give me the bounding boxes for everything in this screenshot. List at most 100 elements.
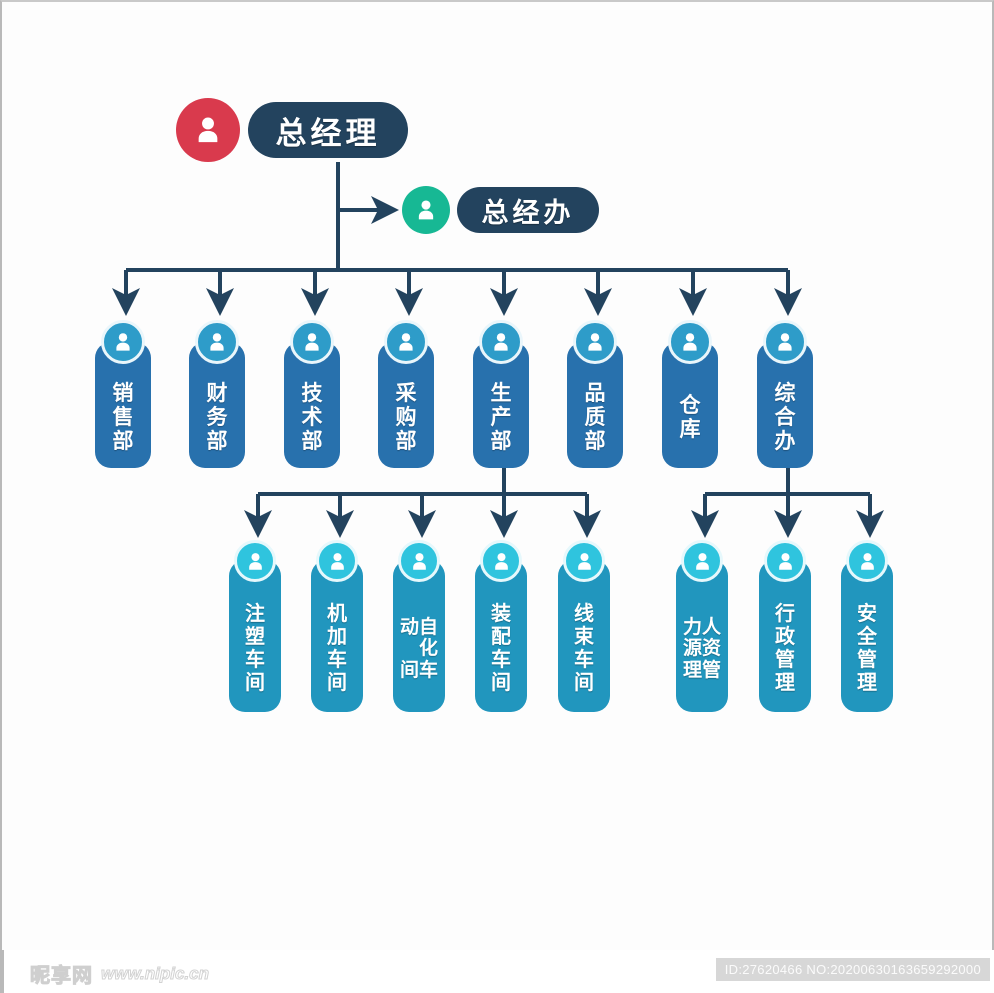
department-6[interactable]: 品质部	[567, 320, 623, 468]
label-char: 资	[702, 638, 722, 660]
label-column: 力源理	[683, 617, 702, 682]
label-column: 品质部	[584, 381, 606, 454]
label-char: 间	[491, 671, 511, 694]
footer-bar: 昵享网 www.nipic.cn ID:27620466 NO:20200630…	[2, 950, 994, 993]
department-2[interactable]: 财务部	[189, 320, 245, 468]
label-char: 力	[682, 616, 702, 638]
label-column: 自化车	[419, 617, 438, 682]
admin-unit-3[interactable]: 安全管理	[841, 540, 893, 712]
label-char: 技	[301, 381, 323, 406]
department-7[interactable]: 仓库	[662, 320, 718, 468]
label-char: 部	[584, 428, 606, 453]
person-icon	[176, 98, 240, 162]
department-1[interactable]: 销售部	[95, 320, 151, 468]
workshop-2[interactable]: 机加车间	[311, 540, 363, 712]
unit-label: 机加车间	[311, 560, 363, 712]
unit-label: 人资管力源理	[676, 560, 728, 712]
unit-label: 注塑车间	[229, 560, 281, 712]
department-5[interactable]: 生产部	[473, 320, 529, 468]
label-char	[407, 638, 412, 660]
label-char: 务	[206, 405, 228, 430]
person-icon	[479, 320, 523, 364]
label-char: 采	[395, 381, 417, 406]
person-icon	[764, 540, 806, 582]
label-char: 加	[327, 626, 347, 649]
workshop-4[interactable]: 装配车间	[475, 540, 527, 712]
admin-unit-1[interactable]: 人资管力源理	[676, 540, 728, 712]
label-char: 配	[491, 626, 511, 649]
label-char: 塑	[245, 626, 265, 649]
label-char: 车	[491, 649, 511, 671]
workshop-5[interactable]: 线束车间	[558, 540, 610, 712]
label-char: 售	[112, 405, 134, 430]
label-char: 行	[775, 603, 795, 626]
watermark-url: www.nipic.cn	[101, 963, 210, 983]
person-icon	[563, 540, 605, 582]
label-char: 车	[574, 649, 594, 671]
label-char: 机	[327, 603, 347, 626]
chart-area: 总经理 总经办 销售部财务部技术部采购部生产部品质部仓库综合办 注塑车间机加车间…	[2, 2, 994, 952]
label-char: 间	[245, 671, 265, 694]
label-char: 综	[774, 381, 796, 406]
label-char: 自	[419, 616, 439, 638]
label-column: 行政管理	[775, 603, 795, 694]
label-char: 线	[574, 603, 594, 626]
label-column: 机加车间	[327, 603, 347, 694]
label-column: 销售部	[112, 381, 134, 454]
general-manager-label: 总经理	[248, 102, 408, 158]
label-char: 财	[206, 381, 228, 406]
unit-label: 综合办	[757, 342, 813, 468]
label-char: 理	[775, 671, 795, 694]
department-3[interactable]: 技术部	[284, 320, 340, 468]
label-column: 技术部	[301, 381, 323, 454]
admin-unit-2[interactable]: 行政管理	[759, 540, 811, 712]
unit-label: 安全管理	[841, 560, 893, 712]
label-column: 装配车间	[491, 603, 511, 694]
label-char: 产	[490, 405, 512, 430]
label-char: 购	[395, 405, 417, 430]
label-char: 部	[206, 428, 228, 453]
image-id-tag: ID:27620466 NO:20200630163659292000	[715, 958, 990, 981]
person-icon	[668, 320, 712, 364]
label-column: 采购部	[395, 381, 417, 454]
node-general-manager[interactable]: 总经理	[176, 98, 408, 162]
department-4[interactable]: 采购部	[378, 320, 434, 468]
person-icon	[316, 540, 358, 582]
label-column: 动 间	[400, 617, 419, 682]
unit-label: 自化车动 间	[393, 560, 445, 712]
watermark: 昵享网 www.nipic.cn	[30, 959, 210, 988]
label-char: 束	[574, 626, 594, 649]
unit-label: 采购部	[378, 342, 434, 468]
label-char: 车	[245, 649, 265, 671]
person-icon	[384, 320, 428, 364]
label-column: 安全管理	[857, 603, 877, 694]
general-manager-office-label: 总经办	[457, 187, 599, 233]
label-char: 仓	[679, 393, 701, 418]
label-char: 间	[399, 659, 419, 681]
label-char: 合	[774, 405, 796, 430]
unit-label: 装配车间	[475, 560, 527, 712]
label-char: 间	[574, 671, 594, 694]
label-char: 源	[682, 638, 702, 660]
label-char: 术	[301, 405, 323, 430]
label-char: 车	[327, 649, 347, 671]
label-char: 部	[301, 428, 323, 453]
node-general-manager-office[interactable]: 总经办	[402, 186, 599, 234]
label-column: 综合办	[774, 381, 796, 454]
workshop-3[interactable]: 自化车动 间	[393, 540, 445, 712]
unit-label: 线束车间	[558, 560, 610, 712]
workshop-1[interactable]: 注塑车间	[229, 540, 281, 712]
label-char: 人	[702, 616, 722, 638]
person-icon	[573, 320, 617, 364]
person-icon	[402, 186, 450, 234]
label-char: 化	[419, 638, 439, 660]
label-char: 理	[857, 671, 877, 694]
label-char: 库	[679, 417, 701, 441]
department-8[interactable]: 综合办	[757, 320, 813, 468]
watermark-site-name: 昵享网	[30, 965, 93, 988]
connector-lines	[112, 162, 884, 538]
person-icon	[195, 320, 239, 364]
label-column: 人资管	[702, 617, 721, 682]
person-icon	[681, 540, 723, 582]
